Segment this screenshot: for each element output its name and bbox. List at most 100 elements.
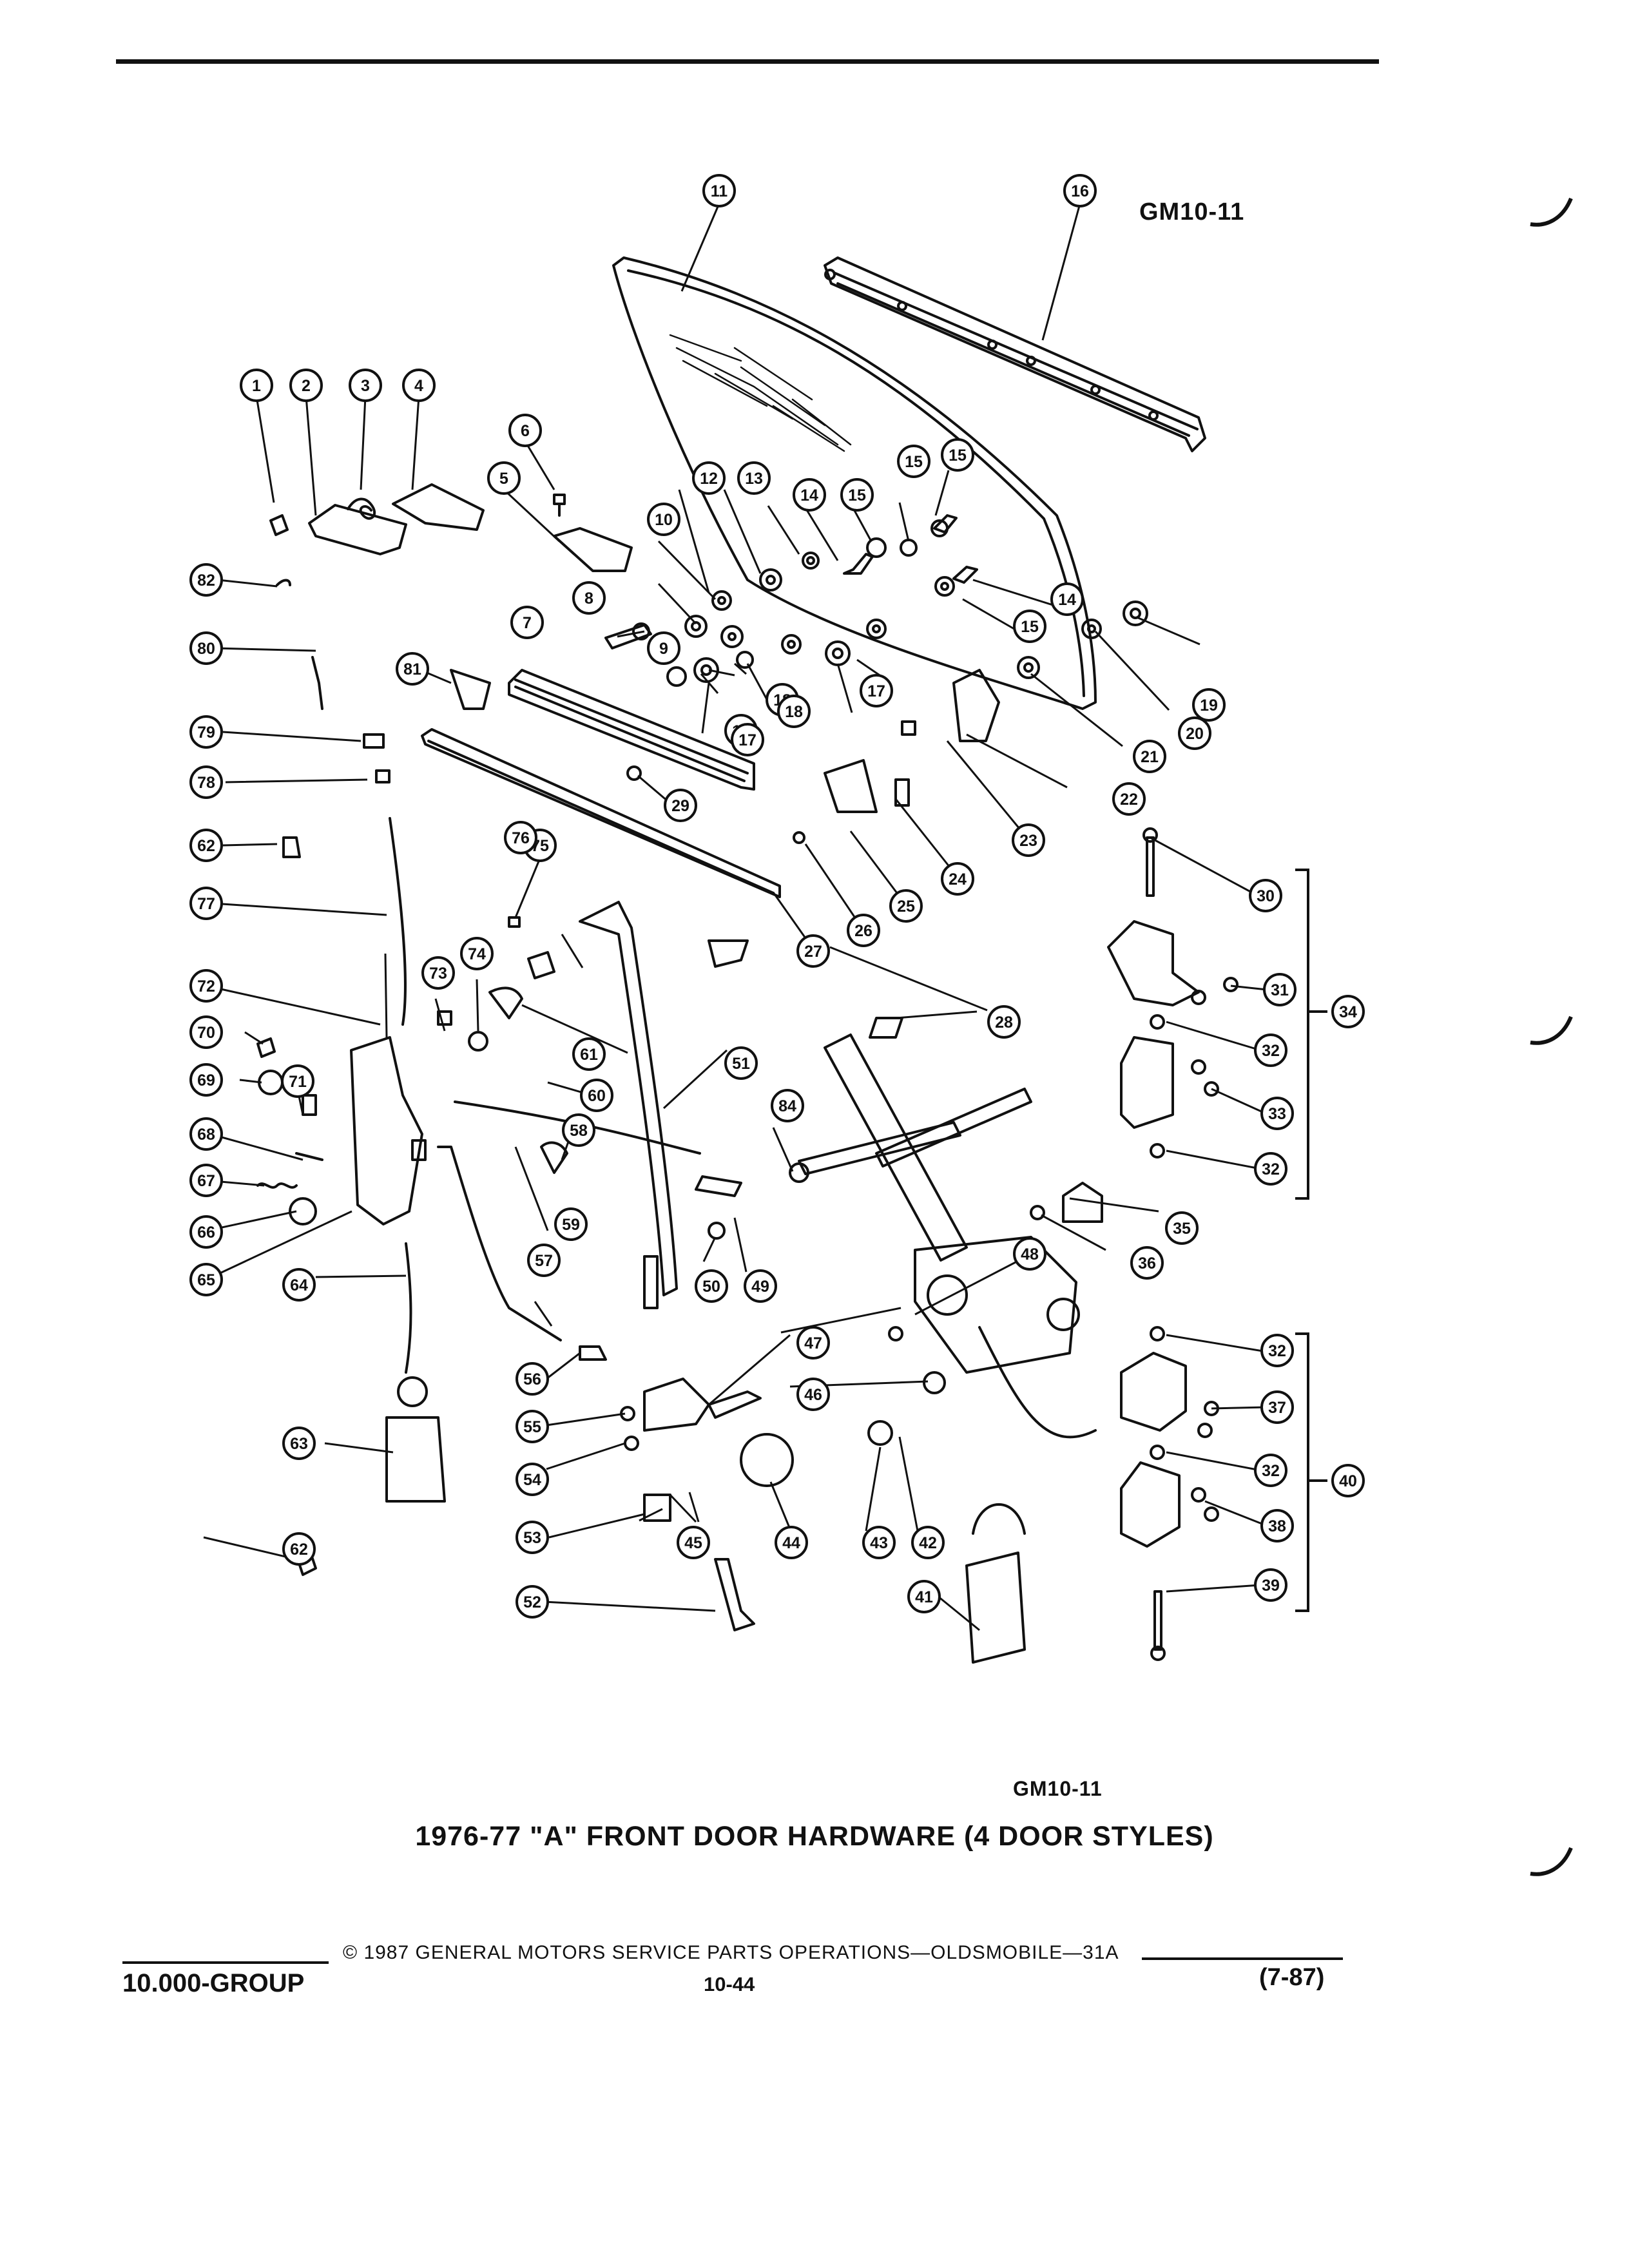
callout-circle: [1331, 1464, 1365, 1497]
callout-circle: [580, 1079, 613, 1112]
callout-circle: [664, 789, 697, 822]
callout-circle: [189, 715, 223, 749]
callout-77: 77: [189, 887, 223, 920]
callout-circle: [1112, 782, 1146, 816]
callout-circle: [1130, 1246, 1164, 1280]
footer-rule-left: [122, 1961, 329, 1964]
callout-68: 68: [189, 1117, 223, 1151]
callout-24: 24: [941, 862, 974, 896]
callout-circle: [647, 503, 680, 536]
callout-13: 13: [737, 461, 771, 495]
callout-circle: [692, 461, 726, 495]
callout-14: 14: [793, 478, 826, 512]
callout-circle: [1254, 1454, 1287, 1487]
callout-number: 15: [905, 453, 923, 471]
callout-25: 25: [889, 889, 923, 923]
callout-circle: [1012, 823, 1045, 857]
window-regulator-drawing: [789, 1033, 1097, 1439]
callout-number: 28: [995, 1014, 1013, 1032]
callout-43: 43: [862, 1526, 896, 1559]
callout-number: 58: [570, 1122, 588, 1140]
callout-number: 19: [1200, 697, 1218, 715]
callout-circle: [189, 1215, 223, 1249]
callout-number: 55: [523, 1418, 541, 1436]
callout-circle: [860, 674, 893, 707]
callout-circle: [771, 1089, 804, 1122]
callout-circle: [189, 1015, 223, 1049]
callout-number: 17: [867, 682, 885, 700]
misc-hardware-drawing: [276, 579, 1000, 1631]
callout-62: 62: [189, 829, 223, 862]
callout-71: 71: [281, 1064, 314, 1098]
callout-circle: [731, 723, 764, 756]
callout-circle: [1013, 610, 1046, 643]
callout-circle: [516, 1521, 549, 1554]
callout-51: 51: [724, 1046, 758, 1080]
callout-number: 81: [403, 660, 421, 678]
callout-circle: [396, 652, 429, 686]
callout-45: 45: [677, 1526, 710, 1559]
callout-52: 52: [516, 1585, 549, 1619]
callout-69: 69: [189, 1063, 223, 1097]
callout-21: 21: [1133, 740, 1166, 773]
callout-circle: [289, 369, 323, 402]
callout-number: 32: [1268, 1342, 1286, 1360]
callout-number: 11: [711, 182, 728, 200]
callout-circle: [240, 369, 273, 402]
callout-number: 1: [252, 377, 261, 395]
callout-48: 48: [1013, 1237, 1046, 1271]
front-channels-drawing: [421, 669, 781, 898]
callout-circle: [189, 765, 223, 799]
callout-number: 15: [949, 447, 967, 465]
callout-53: 53: [516, 1521, 549, 1554]
callout-circle: [402, 369, 436, 402]
callout-circle: [1063, 174, 1097, 207]
callout-number: 15: [1021, 618, 1039, 636]
footer-rule-right: [1142, 1957, 1343, 1960]
callout-number: 82: [197, 572, 215, 590]
callout-number: 44: [782, 1534, 800, 1552]
callout-number: 73: [429, 965, 447, 983]
callout-number: 54: [523, 1471, 541, 1489]
callout-number: 68: [197, 1126, 215, 1144]
callout-number: 24: [949, 870, 967, 889]
callout-23: 23: [1012, 823, 1045, 857]
callout-circle: [527, 1244, 561, 1277]
callout-number: 42: [919, 1534, 937, 1552]
callout-circle: [677, 1526, 710, 1559]
binding-cut-mark-2: [1530, 1015, 1573, 1045]
callout-36: 36: [1130, 1246, 1164, 1280]
callout-60: 60: [580, 1079, 613, 1112]
callout-circle: [724, 1046, 758, 1080]
callout-31: 31: [1263, 973, 1296, 1006]
callout-76: 76: [504, 821, 537, 854]
callout-32: 32: [1254, 1152, 1287, 1186]
callout-number: 23: [1019, 832, 1037, 850]
footer-group: 10.000-GROUP: [122, 1969, 305, 1997]
callout-number: 74: [468, 945, 486, 963]
callout-number: 52: [523, 1593, 541, 1611]
callout-number: 17: [738, 731, 757, 749]
callout-number: 47: [804, 1334, 822, 1352]
footer-date-code: (7-87): [1259, 1964, 1325, 1991]
callout-layer: 1234567891011121314151617181920211415151…: [189, 174, 1365, 1619]
callout-circle: [516, 1463, 549, 1496]
callout-number: 5: [499, 470, 508, 488]
callout-circle: [777, 695, 811, 728]
callout-73: 73: [421, 956, 455, 990]
callout-63: 63: [282, 1427, 316, 1460]
callout-number: 4: [414, 377, 423, 395]
callout-27: 27: [796, 934, 830, 968]
callout-37: 37: [1260, 1390, 1294, 1424]
callout-circle: [987, 1005, 1021, 1039]
callout-circle: [1263, 973, 1296, 1006]
callout-circle: [1013, 1237, 1046, 1271]
callout-38: 38: [1260, 1509, 1294, 1542]
callout-circle: [460, 937, 494, 970]
callout-26: 26: [847, 914, 880, 947]
callout-number: 43: [870, 1534, 888, 1552]
callout-circle: [889, 889, 923, 923]
callout-number: 64: [290, 1276, 308, 1294]
callout-number: 35: [1173, 1220, 1191, 1238]
